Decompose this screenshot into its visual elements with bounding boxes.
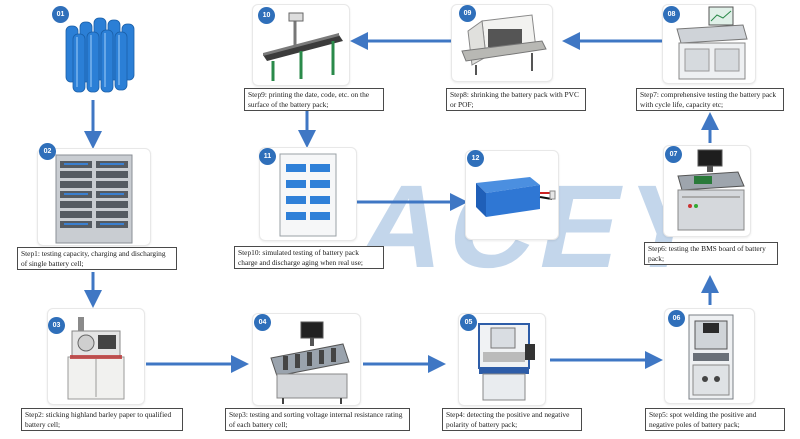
- sorting-machine-image: [252, 313, 361, 406]
- step-caption: Step10: simulated testing of battery pac…: [234, 246, 384, 270]
- step-caption: Step4: detecting the positive and negati…: [442, 408, 582, 432]
- step-number-badge: 10: [258, 7, 275, 24]
- step-caption: Step5: spot welding the positive and neg…: [645, 408, 785, 432]
- step-caption: Step2: sticking highland barley paper to…: [21, 408, 183, 432]
- step-caption: Step6: testing the BMS board of battery …: [644, 242, 778, 266]
- step-caption: Step8: shrinking the battery pack with P…: [446, 88, 586, 112]
- aging-cabinet-image: [259, 147, 357, 241]
- step-number-badge: 09: [459, 5, 476, 22]
- step-caption: Step9: printing the date, code, etc. on …: [244, 88, 384, 112]
- step-number-badge: 02: [39, 143, 56, 160]
- step-caption: Step3: testing and sorting voltage inter…: [225, 408, 410, 432]
- step-number-badge: 11: [259, 148, 276, 165]
- step-number-badge: 01: [52, 6, 69, 23]
- step-number-badge: 05: [460, 314, 477, 331]
- step-number-badge: 08: [663, 6, 680, 23]
- cell-tester-cabinet-image: [37, 148, 151, 246]
- step-number-badge: 07: [665, 146, 682, 163]
- step-caption: Step7: comprehensive testing the battery…: [636, 88, 784, 112]
- step-number-badge: 03: [48, 317, 65, 334]
- polarity-detector-image: [458, 313, 546, 406]
- step-caption: Step1: testing capacity, charging and di…: [17, 247, 177, 271]
- spot-welder-image: [664, 308, 755, 404]
- step-number-badge: 04: [254, 314, 271, 331]
- step-number-badge: 06: [668, 310, 685, 327]
- step-number-badge: 12: [467, 150, 484, 167]
